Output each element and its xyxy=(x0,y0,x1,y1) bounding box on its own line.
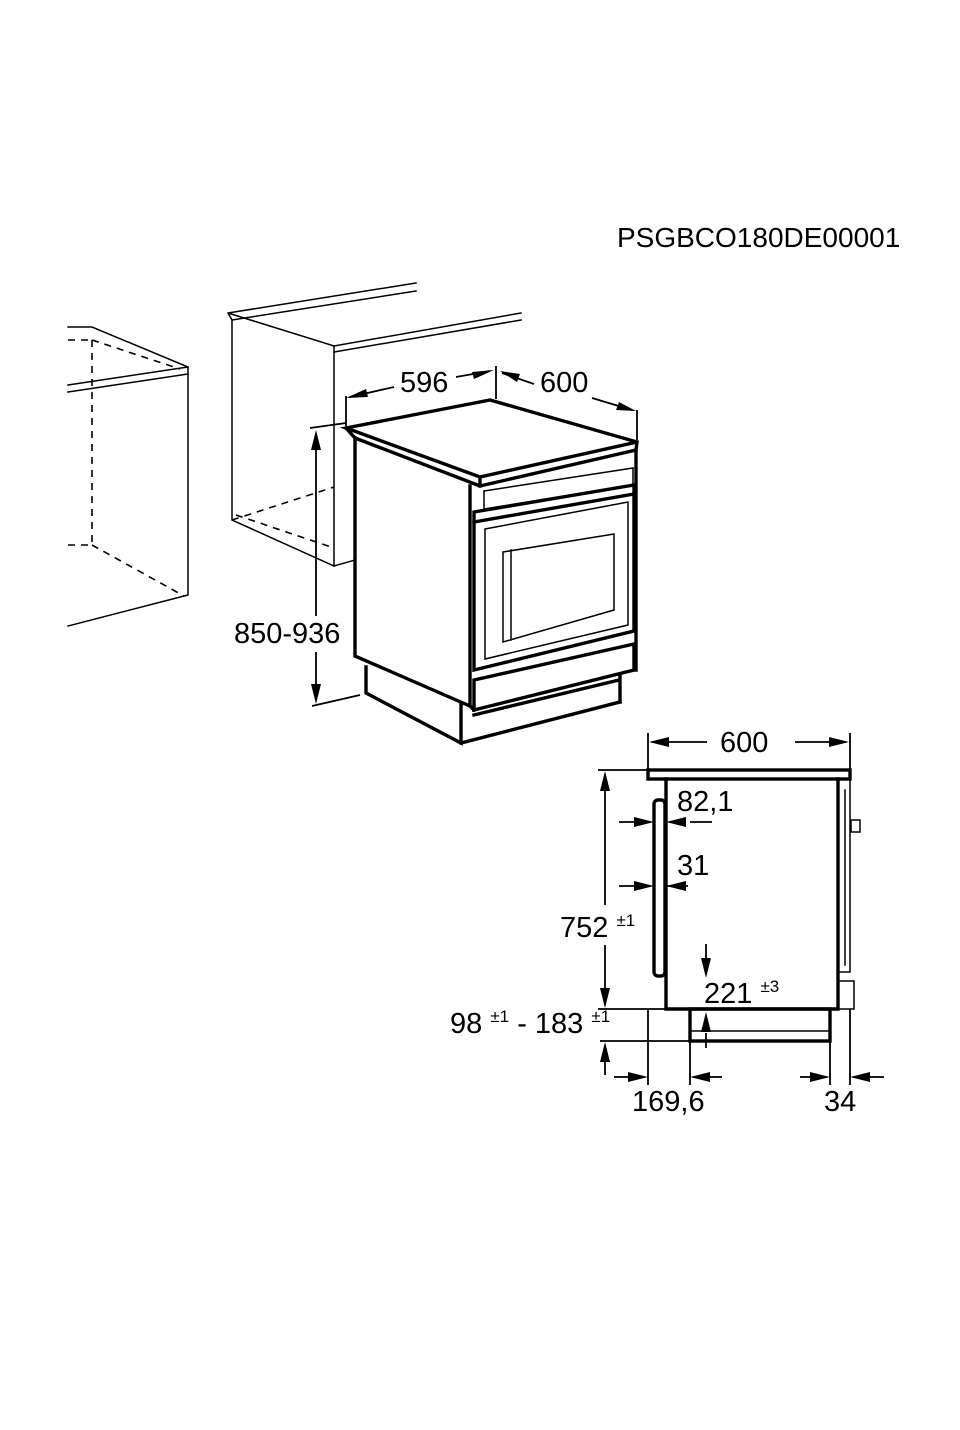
body-height-base: 752 xyxy=(560,912,608,944)
plinth-height-label: 221 ±3 xyxy=(704,977,779,1010)
product-code: PSGBCO180DE00001 xyxy=(617,222,900,253)
plinth-height-tolerance: ±3 xyxy=(760,977,779,996)
side-depth-label: 600 xyxy=(720,727,768,759)
side-view xyxy=(646,768,861,1043)
feet-offset-label: 169,6 xyxy=(632,1086,705,1118)
perspective-dimensions xyxy=(309,366,638,707)
handle-gap-label: 31 xyxy=(677,850,709,882)
left-cabinet xyxy=(67,326,189,627)
feet-range-1-tolerance: ±1 xyxy=(490,1007,509,1026)
body-height-tolerance: ±1 xyxy=(616,911,635,930)
feet-range-separator: - xyxy=(517,1008,527,1040)
feet-range-1-base: 98 xyxy=(450,1008,482,1040)
side-view-dimensions xyxy=(598,733,884,1085)
plinth-height-base: 221 xyxy=(704,978,752,1010)
height-range-label: 850-936 xyxy=(234,618,340,650)
perspective-view: 596 600 850-936 xyxy=(67,282,639,746)
handle-offset-label: 82,1 xyxy=(677,786,733,818)
stove-body xyxy=(339,398,639,746)
back-offset-label: 34 xyxy=(824,1086,856,1118)
body-height-label: 752 ±1 xyxy=(560,911,635,944)
right-cabinet xyxy=(226,282,522,567)
feet-height-range-label: 98 ±1 - 183 ±1 xyxy=(450,997,610,1040)
depth-label: 600 xyxy=(540,367,588,399)
feet-range-2-base: 183 xyxy=(535,1008,583,1040)
width-label: 596 xyxy=(400,367,448,399)
feet-range-2-tolerance: ±1 xyxy=(591,1007,610,1026)
